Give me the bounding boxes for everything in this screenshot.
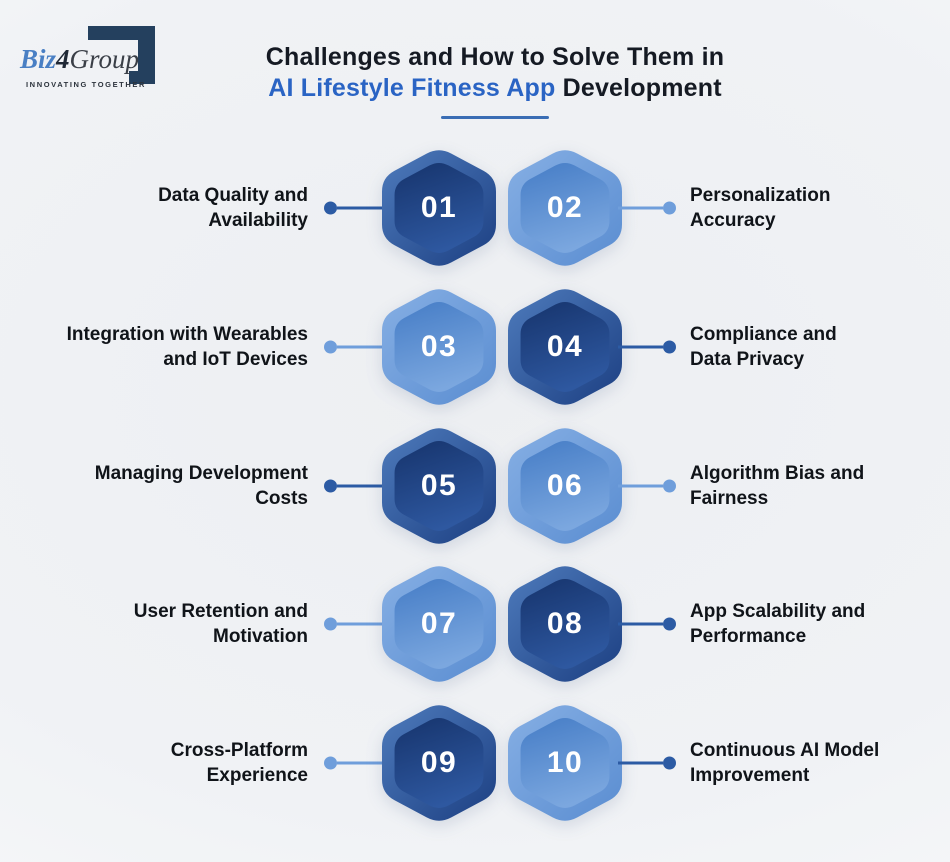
connector-right-5 (618, 756, 676, 770)
hexagon-01: 01 (382, 147, 496, 269)
hexagon-06: 06 (508, 425, 622, 547)
connector-line (618, 761, 663, 765)
challenge-label-1: Data Quality and Availability (158, 184, 308, 231)
connector-dot-icon (663, 340, 676, 354)
connector-dot-icon (663, 617, 676, 631)
logo-bracket-icon (88, 26, 155, 84)
page-title-line2: AI Lifestyle Fitness App Development (40, 73, 950, 104)
connector-line (618, 206, 663, 210)
connector-dot-icon (324, 479, 337, 493)
connector-line (337, 622, 386, 626)
challenge-row-1: Data Quality and Availability 01 02 Pers… (0, 147, 950, 269)
connector-dot-icon (324, 756, 337, 770)
connector-right-4 (618, 617, 676, 631)
connector-dot-icon (663, 756, 676, 770)
connector-dot-icon (663, 201, 676, 215)
hexagon-number: 06 (546, 469, 584, 502)
challenge-row-3: Managing Development Costs 05 06 Algorit… (0, 425, 950, 547)
hexagon-number: 07 (420, 607, 458, 640)
connector-line (618, 345, 663, 349)
logo-tagline: INNOVATING TOGETHER (26, 80, 146, 89)
connector-dot-icon (324, 617, 337, 631)
hexagon-02: 02 (508, 147, 622, 269)
connector-left-2 (324, 340, 386, 354)
hexagon-07: 07 (382, 563, 496, 685)
hexagon-number: 10 (546, 746, 584, 779)
hexagon-09: 09 (382, 702, 496, 824)
hexagon-10: 10 (508, 702, 622, 824)
challenge-row-5: Cross-Platform Experience 09 10 Continuo… (0, 702, 950, 824)
challenge-row-2: Integration with Wearables and IoT Devic… (0, 286, 950, 408)
logo-word-group: Group (69, 44, 140, 74)
connector-dot-icon (663, 479, 676, 493)
challenge-label-10: Continuous AI Model Improvement (690, 739, 880, 786)
connector-right-3 (618, 479, 676, 493)
hexagon-03: 03 (382, 286, 496, 408)
title-rest: Development (555, 73, 722, 102)
biz4group-logo: Biz4Group INNOVATING TOGETHER (18, 20, 170, 94)
title-highlight: AI Lifestyle Fitness App (268, 73, 556, 102)
challenge-label-7: User Retention and Motivation (133, 600, 308, 647)
hexagon-number: 08 (546, 607, 584, 640)
connector-left-3 (324, 479, 386, 493)
logo-wordmark: Biz4Group (20, 46, 139, 73)
logo-word-biz: Biz (20, 44, 57, 74)
connector-dot-icon (324, 340, 337, 354)
connector-left-1 (324, 201, 386, 215)
hexagon-04: 04 (508, 286, 622, 408)
hexagon-05: 05 (382, 425, 496, 547)
connector-line (337, 484, 386, 488)
challenge-label-6: Algorithm Bias and Fairness (690, 462, 865, 509)
hexagon-number: 09 (420, 746, 458, 779)
connector-line (618, 484, 663, 488)
hexagon-number: 03 (420, 330, 458, 363)
hexagon-number: 02 (546, 191, 584, 224)
challenge-row-4: User Retention and Motivation 07 08 App … (0, 563, 950, 685)
hexagon-08: 08 (508, 563, 622, 685)
connector-right-1 (618, 201, 676, 215)
challenge-label-3: Integration with Wearables and IoT Devic… (66, 323, 308, 370)
challenge-label-2: Personalization Accuracy (690, 184, 831, 231)
connector-left-5 (324, 756, 386, 770)
challenge-label-8: App Scalability and Performance (690, 600, 866, 647)
title-text: Challenges and How to Solve Them in (265, 43, 725, 71)
connector-line (337, 206, 386, 210)
challenge-label-9: Cross-Platform Experience (170, 739, 308, 786)
connector-line (337, 761, 386, 765)
connector-right-2 (618, 340, 676, 354)
challenge-label-5: Managing Development Costs (94, 462, 308, 509)
title-underline (441, 116, 549, 119)
connector-dot-icon (324, 201, 337, 215)
hexagon-number: 01 (420, 191, 458, 224)
logo-word-four: 4 (56, 44, 70, 74)
connector-line (618, 622, 663, 626)
hexagon-number: 04 (546, 330, 584, 363)
hexagon-number: 05 (420, 469, 458, 502)
connector-line (337, 345, 386, 349)
connector-left-4 (324, 617, 386, 631)
challenge-label-4: Compliance and Data Privacy (690, 323, 837, 370)
page-title-line1: Challenges and How to Solve Them in (40, 42, 950, 73)
page-header: Challenges and How to Solve Them in AI L… (40, 42, 950, 119)
